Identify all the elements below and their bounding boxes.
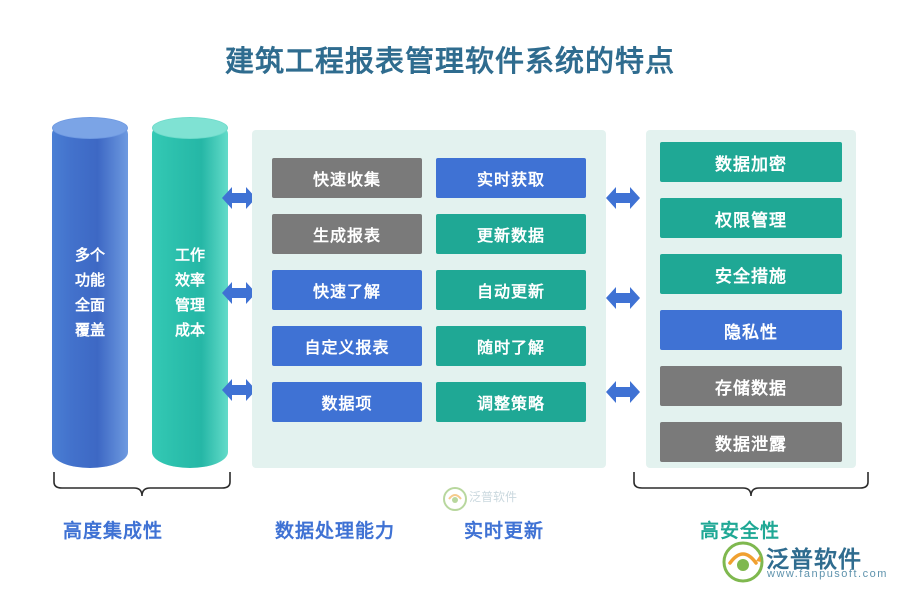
double-arrow-icon	[222, 282, 256, 304]
chip-anquancuoshi[interactable]: 安全措施	[660, 254, 842, 294]
chip-shujujiami[interactable]: 数据加密	[660, 142, 842, 182]
cylinder-label: 多个功能全面覆盖	[75, 247, 106, 339]
security-panel: 数据加密 权限管理 安全措施 隐私性 存储数据 数据泄露	[646, 130, 856, 468]
chip-gengxinshuju[interactable]: 更新数据	[436, 214, 586, 254]
brace-high-integration	[53, 472, 231, 497]
brace-high-security	[633, 472, 869, 497]
bottom-label-data-processing: 数据处理能力	[275, 521, 396, 542]
double-arrow-icon	[606, 287, 640, 309]
watermark-text: 泛普软件	[469, 490, 518, 504]
cylinder-top-ellipse	[52, 117, 128, 139]
chip-yinsixing[interactable]: 隐私性	[660, 310, 842, 350]
double-arrow-icon	[222, 379, 256, 401]
cylinder-feature-coverage: 多个功能全面覆盖	[52, 117, 128, 468]
chip-quanxianguanli[interactable]: 权限管理	[660, 198, 842, 238]
brand-name: 泛普软件	[766, 546, 862, 572]
chip-shishihuoqu[interactable]: 实时获取	[436, 158, 586, 198]
chip-shujuxielu[interactable]: 数据泄露	[660, 422, 842, 462]
double-arrow-icon	[606, 381, 640, 403]
brand-logo-icon	[722, 541, 764, 583]
double-arrow-icon	[222, 187, 256, 209]
cylinder-top-ellipse	[152, 117, 228, 139]
chip-kuaisuliaojie[interactable]: 快速了解	[272, 270, 422, 310]
chip-zidonggengxin[interactable]: 自动更新	[436, 270, 586, 310]
page-title: 建筑工程报表管理软件系统的特点	[224, 46, 675, 78]
chip-suishiliaojie[interactable]: 随时了解	[436, 326, 586, 366]
cylinder-label: 工作效率管理成本	[175, 247, 206, 339]
bottom-label-high-integration: 高度集成性	[63, 521, 164, 542]
chip-tiaozhengcelue[interactable]: 调整策略	[436, 382, 586, 422]
chip-kuaisushouji[interactable]: 快速收集	[272, 158, 422, 198]
watermark: 泛普软件	[443, 487, 543, 523]
double-arrow-icon	[606, 187, 640, 209]
bottom-label-high-security: 高安全性	[700, 521, 781, 542]
brand-logo: 泛普软件 www.fanpusoft.com	[722, 540, 886, 586]
chip-shujuxiang[interactable]: 数据项	[272, 382, 422, 422]
data-processing-panel: 快速收集 实时获取 生成报表 更新数据 快速了解 自动更新 自定义报表 随时了解…	[252, 130, 606, 468]
chip-cunchushuju[interactable]: 存储数据	[660, 366, 842, 406]
chip-zidingyibaobiao[interactable]: 自定义报表	[272, 326, 422, 366]
watermark-logo-icon	[443, 487, 467, 511]
bottom-label-realtime-update: 实时更新	[464, 521, 545, 542]
brand-domain: www.fanpusoft.com	[767, 568, 888, 580]
cylinder-efficiency-cost: 工作效率管理成本	[152, 117, 228, 468]
chip-shengchengbaobiao[interactable]: 生成报表	[272, 214, 422, 254]
